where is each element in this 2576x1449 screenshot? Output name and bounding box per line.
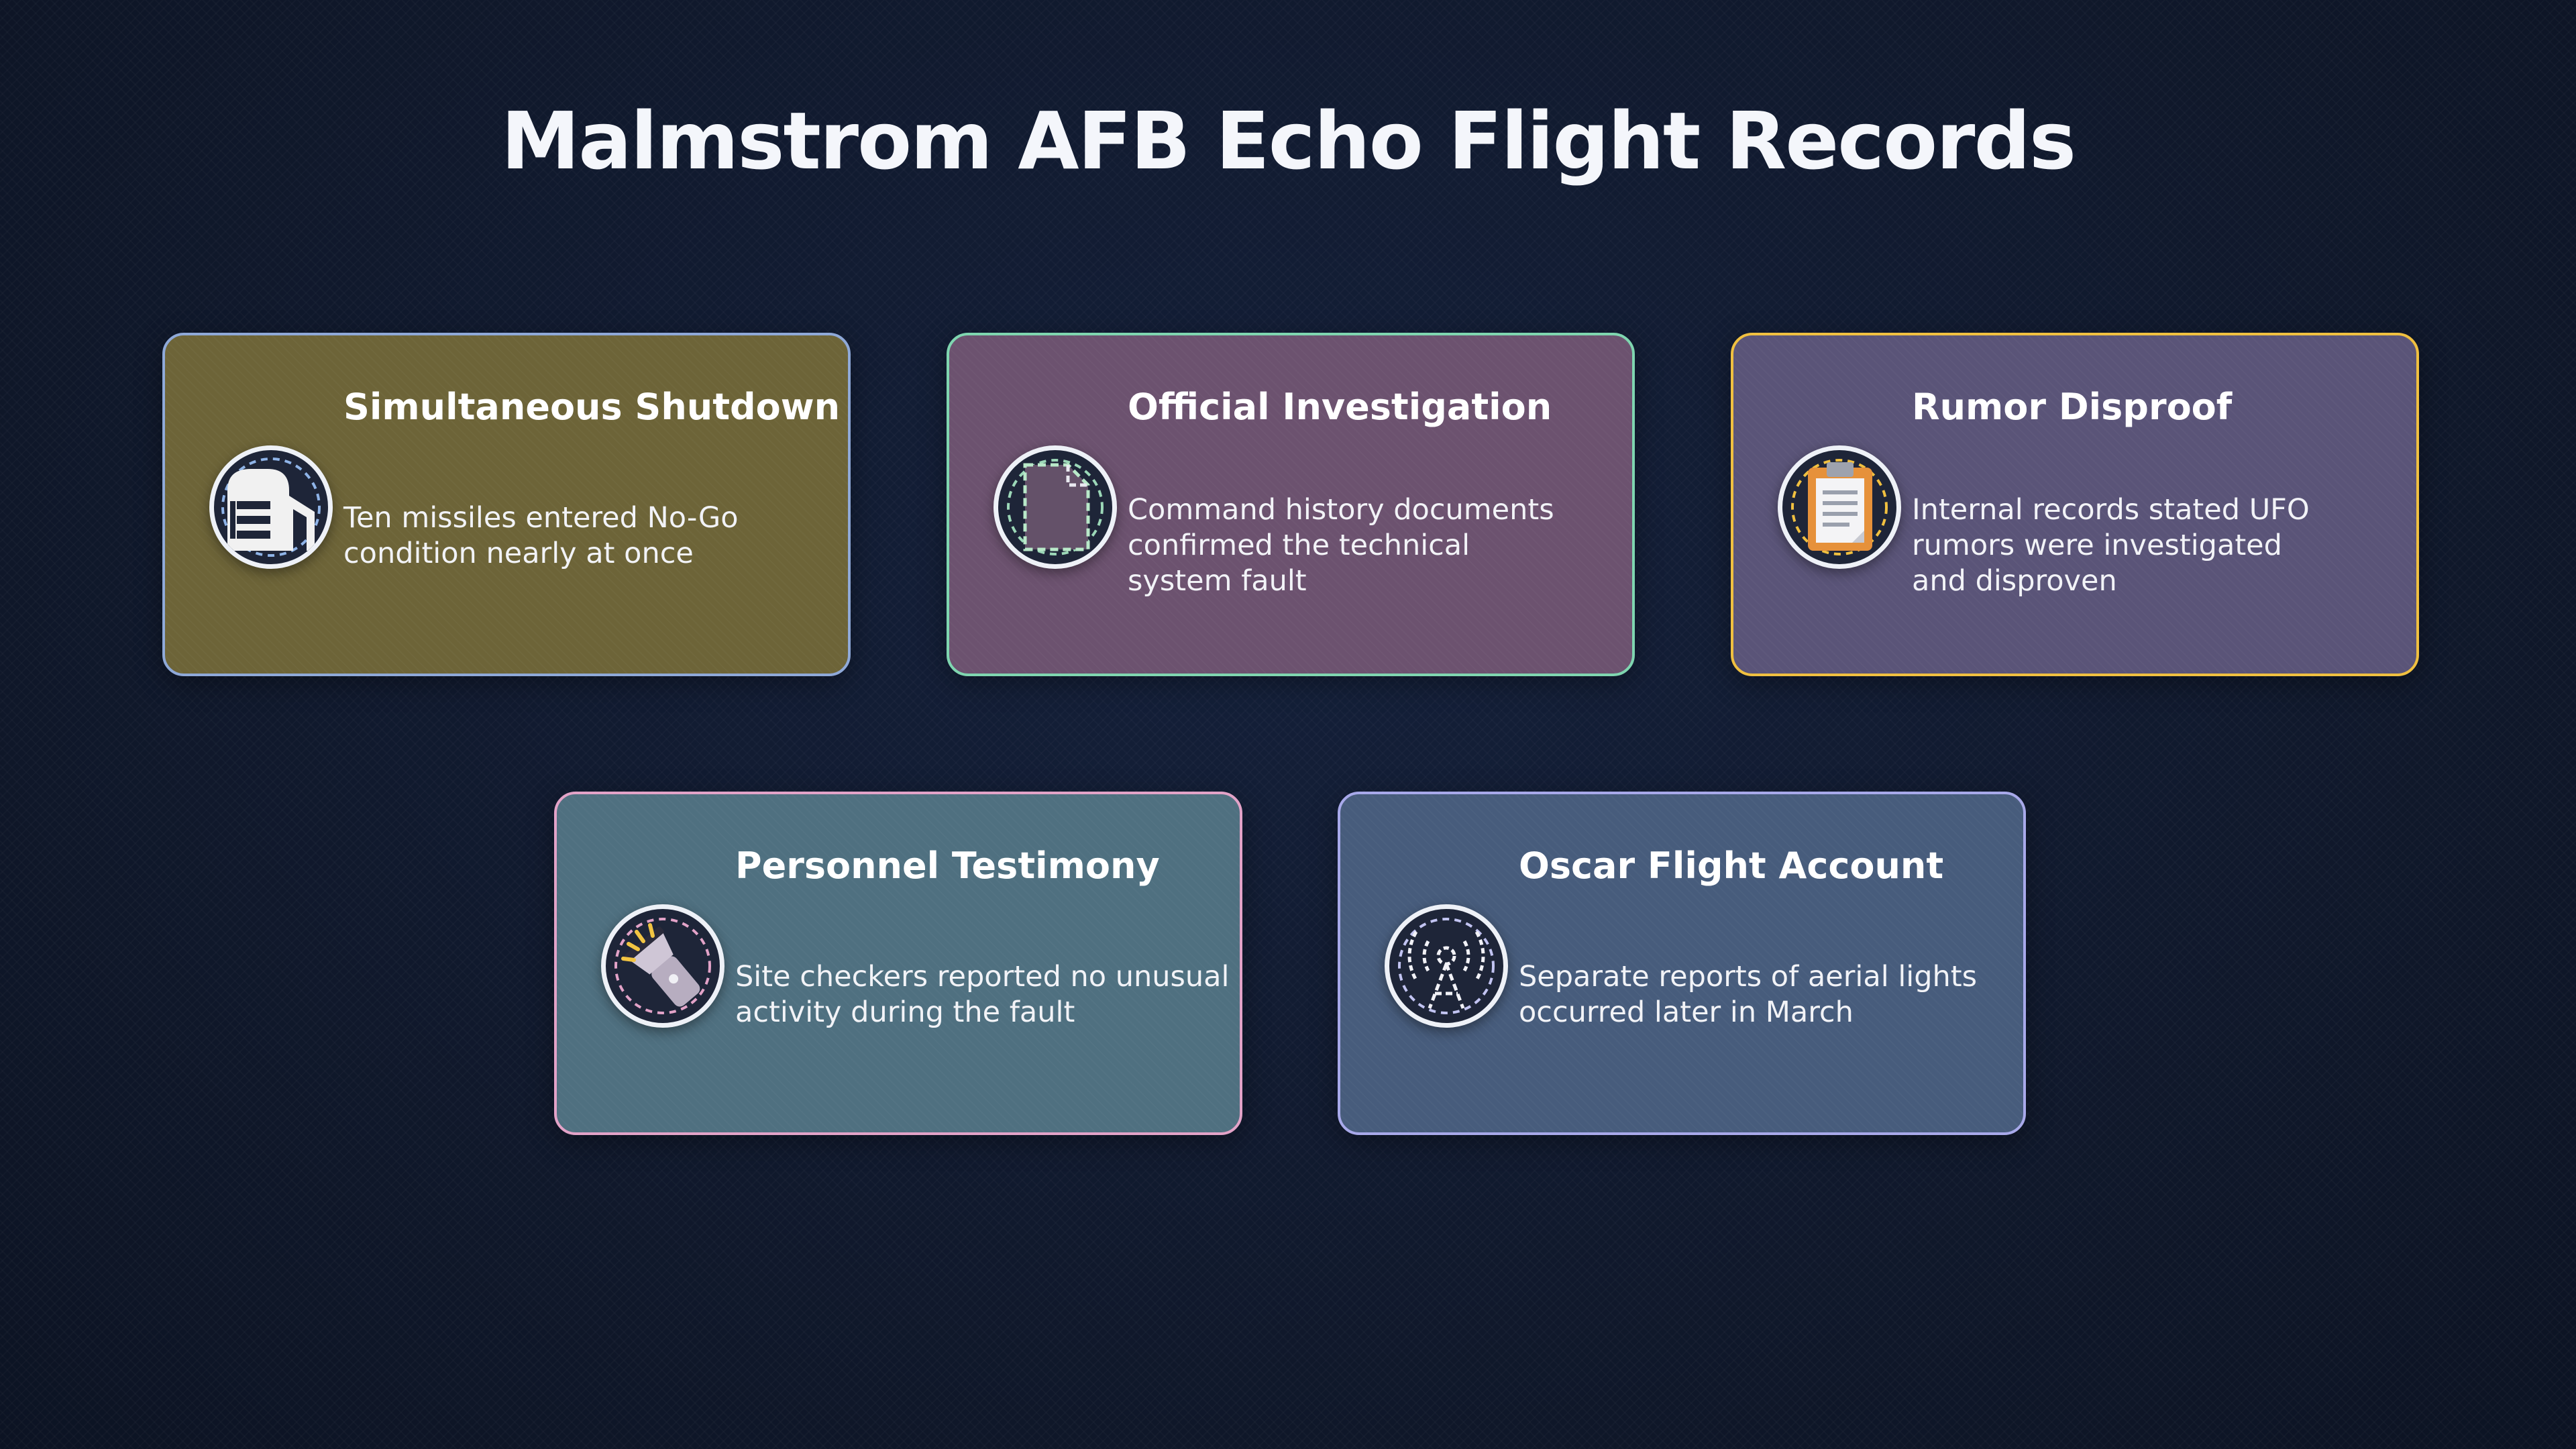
card-description: Ten missiles entered No-Go condition nea… bbox=[343, 501, 739, 570]
card-title: Personnel Testimony bbox=[735, 845, 1160, 887]
page-title: Malmstrom AFB Echo Flight Records bbox=[500, 95, 2076, 187]
card-official-investigation: Official Investigation Command history d… bbox=[947, 333, 1635, 676]
card-title: Simultaneous Shutdown bbox=[343, 386, 841, 428]
card-description: Separate reports of aerial lights occurr… bbox=[1519, 960, 1978, 1029]
card-rumor-disproof: Rumor Disproof Internal records stated U… bbox=[1731, 333, 2419, 676]
card-title: Oscar Flight Account bbox=[1519, 845, 1944, 887]
card-description: Command history documents confirmed the … bbox=[1128, 493, 1554, 598]
card-description: Site checkers reported no unusual activi… bbox=[735, 960, 1230, 1029]
radio-tower-icon bbox=[1385, 904, 1508, 1028]
document-icon bbox=[994, 445, 1117, 569]
missile-silo-icon bbox=[209, 445, 333, 569]
card-description: Internal records stated UFO rumors were … bbox=[1912, 493, 2310, 598]
flashlight-icon bbox=[601, 904, 724, 1028]
card-simultaneous-shutdown: Simultaneous Shutdown Ten missiles enter… bbox=[162, 333, 851, 676]
card-personnel-testimony: Personnel Testimony Site checkers report… bbox=[554, 792, 1242, 1135]
card-title: Official Investigation bbox=[1128, 386, 1552, 428]
card-title: Rumor Disproof bbox=[1912, 386, 2233, 428]
card-oscar-flight-account: Oscar Flight Account Separate reports of… bbox=[1338, 792, 2026, 1135]
clipboard-icon bbox=[1778, 445, 1901, 569]
